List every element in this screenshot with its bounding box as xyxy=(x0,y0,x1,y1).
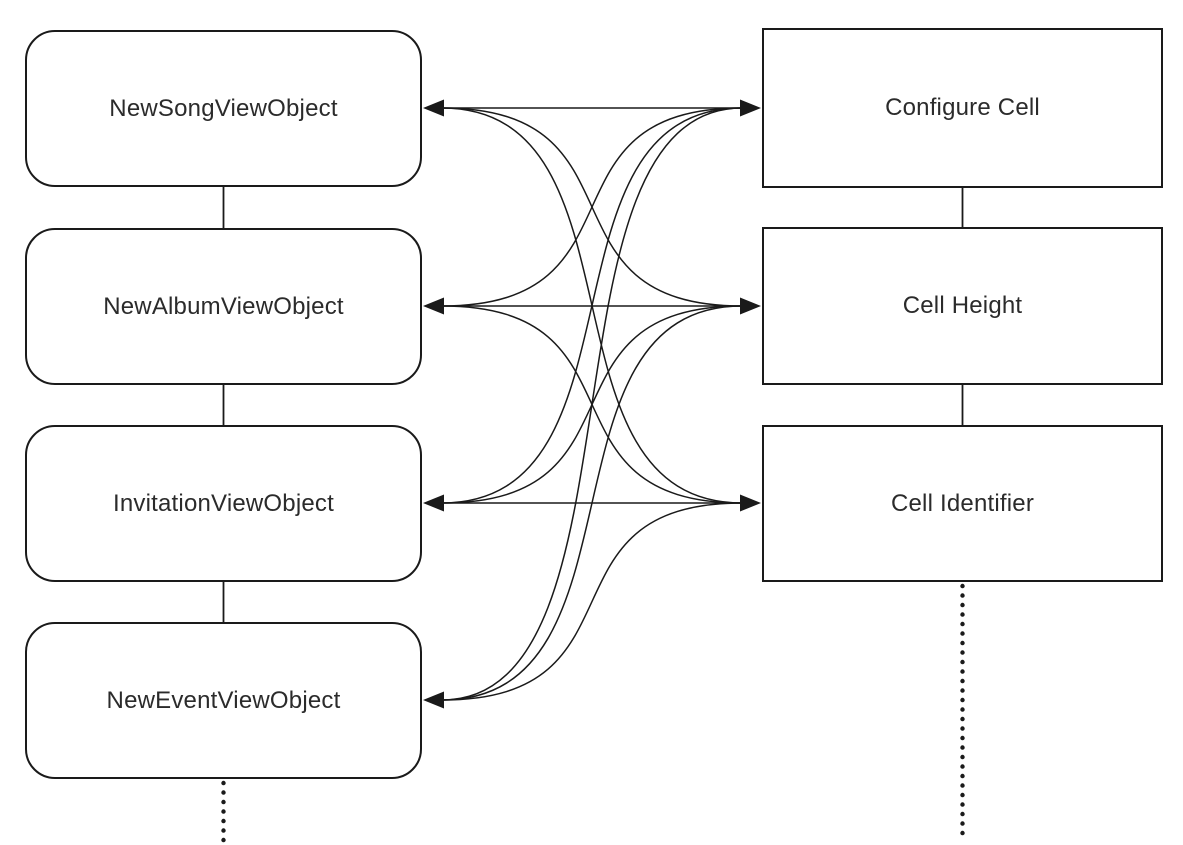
arrowhead-right-cell-identifier xyxy=(740,494,761,512)
node-label: Cell Height xyxy=(902,292,1023,319)
edge-new-event-to-configure-cell xyxy=(441,107,743,701)
edge-new-event-to-cell-identifier xyxy=(441,502,743,701)
node-label: Cell Identifier xyxy=(890,489,1035,517)
node-new-album-view-object: NewAlbumViewObject xyxy=(25,228,422,385)
edge-new-event-to-cell-height xyxy=(441,305,743,701)
node-configure-cell: Configure Cell xyxy=(762,28,1163,188)
arrowhead-left-new-event xyxy=(423,691,444,709)
node-new-song-view-object: NewSongViewObject xyxy=(25,30,422,187)
node-label: NewSongViewObject xyxy=(109,94,338,122)
arrowhead-left-new-album xyxy=(423,297,444,315)
node-label: NewAlbumViewObject xyxy=(103,292,344,320)
arrowhead-left-invitation xyxy=(423,494,444,512)
node-cell-identifier: Cell Identifier xyxy=(762,425,1163,582)
node-invitation-view-object: InvitationViewObject xyxy=(25,425,422,582)
arrowhead-left-new-song xyxy=(423,99,444,117)
node-label: NewEventViewObject xyxy=(106,686,341,714)
arrowhead-right-configure-cell xyxy=(740,99,761,117)
node-label: InvitationViewObject xyxy=(112,489,334,517)
node-cell-height: Cell Height xyxy=(762,227,1163,385)
node-new-event-view-object: NewEventViewObject xyxy=(25,622,422,779)
arrowhead-right-cell-height xyxy=(740,297,761,315)
edge-invitation-to-configure-cell xyxy=(441,107,743,504)
node-label: Configure Cell xyxy=(885,94,1040,121)
edge-new-album-to-configure-cell xyxy=(441,107,743,307)
